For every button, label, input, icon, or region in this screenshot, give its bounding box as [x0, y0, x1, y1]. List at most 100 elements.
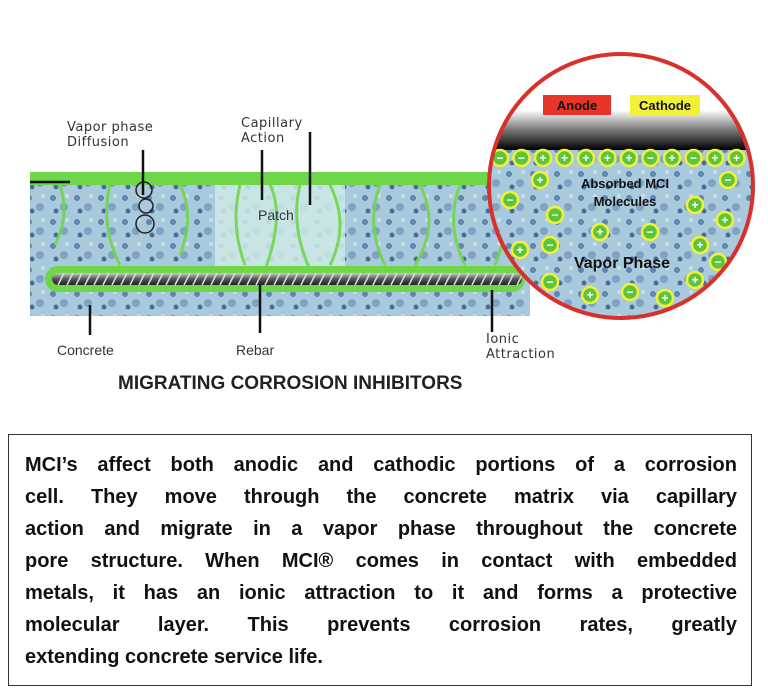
label-ionic: Ionic	[486, 332, 519, 347]
positive-charge-icon	[715, 210, 735, 230]
charge-sign: −	[626, 285, 633, 299]
leader-lines	[30, 132, 494, 335]
rebar-rib	[183, 272, 191, 286]
cathode-badge	[630, 95, 700, 115]
charge-sign: +	[582, 151, 589, 165]
description-line: MCI’s affect both anodic and cathodic po…	[25, 454, 737, 476]
positive-charge-icon	[690, 235, 710, 255]
vapor-phase-label: Vapor Phase	[574, 255, 670, 272]
description-line: molecular layer. This prevents corrosion…	[25, 614, 737, 636]
rebar-rib	[489, 272, 497, 286]
positive-charge-icon	[727, 148, 746, 168]
positive-charge-icon	[598, 148, 617, 168]
charge-sign: +	[516, 243, 523, 257]
negative-charge-icon	[640, 222, 660, 242]
charge-sign: −	[546, 238, 553, 252]
charge-sign: +	[661, 291, 668, 305]
label-action: Action	[241, 131, 285, 146]
diagram-title: MIGRATING CORROSION INHIBITORS	[118, 373, 462, 394]
rebar-rib	[273, 272, 281, 286]
description-box: MCI’s affect both anodic and cathodic po…	[8, 434, 752, 686]
rebar-rib	[480, 272, 488, 286]
label-capillary: Capillary	[241, 116, 303, 131]
rebar-rib	[471, 272, 479, 286]
rebar-rib	[156, 272, 164, 286]
rebar-rib	[255, 272, 263, 286]
description-line: cell. They move through the concrete mat…	[25, 486, 737, 508]
rebar-rib	[399, 272, 407, 286]
label-patch: Patch	[258, 207, 294, 223]
description-line: extending concrete service life.	[25, 646, 323, 668]
charge-sign: +	[561, 151, 568, 165]
charge-sign: +	[711, 151, 718, 165]
charge-sign: +	[625, 151, 632, 165]
rebar-rib	[57, 272, 65, 286]
rebar-rib	[354, 272, 362, 286]
rebar-rib	[129, 272, 137, 286]
charge-sign: −	[646, 225, 653, 239]
rebar-rib	[246, 272, 254, 286]
charge-sign: −	[506, 193, 513, 207]
charge-sign: −	[518, 151, 525, 165]
charge-sign: −	[724, 173, 731, 187]
charge-sign: +	[691, 198, 698, 212]
rebar-rib	[363, 272, 371, 286]
rebar-rib	[435, 272, 443, 286]
patch-area	[215, 185, 345, 280]
charge-sign: +	[586, 288, 593, 302]
rebar-rib	[120, 272, 128, 286]
charge-sign: +	[536, 173, 543, 187]
cathode-label: Cathode	[639, 98, 691, 113]
negative-charge-icon	[718, 170, 738, 190]
charge-sign: +	[668, 151, 675, 165]
negative-charge-icon	[708, 252, 728, 272]
positive-charge-icon	[705, 148, 725, 168]
rebar-rib	[282, 272, 290, 286]
positive-charge-icon	[655, 288, 675, 308]
charge-sign: +	[696, 238, 703, 252]
charge-sign: −	[551, 208, 558, 222]
negative-charge-icon	[512, 148, 531, 168]
rebar-rib	[309, 272, 317, 286]
rebar-rib	[102, 272, 110, 286]
rebar-rib	[192, 272, 200, 286]
positive-charge-icon	[662, 148, 682, 168]
positive-charge-icon	[533, 148, 553, 168]
rebar-rib	[318, 272, 326, 286]
rebar-rib	[111, 272, 119, 286]
rebar-rib	[138, 272, 146, 286]
description-line: action and migrate in a vapor phase thro…	[25, 518, 737, 540]
surface-coating	[30, 172, 530, 185]
negative-charge-icon	[500, 190, 520, 210]
rebar-rib	[165, 272, 173, 286]
label-diffusion: Diffusion	[67, 135, 129, 150]
rebar-rib	[507, 272, 515, 286]
rebar-rib	[66, 272, 74, 286]
anode-badge	[543, 95, 611, 115]
positive-charge-icon	[530, 170, 550, 190]
rebar-rib	[444, 272, 452, 286]
rebar-rib	[408, 272, 416, 286]
positive-charge-icon	[555, 148, 574, 168]
description-line: metals, it has an ionic attraction to it…	[25, 582, 737, 604]
rebar-rib	[228, 272, 236, 286]
charge-sign: −	[546, 275, 553, 289]
positive-charge-icon	[580, 285, 600, 305]
negative-charge-icon	[540, 235, 560, 255]
rebar-rib	[264, 272, 272, 286]
charge-sign: +	[539, 151, 546, 165]
description-line: pore structure. When MCI® comes in conta…	[25, 550, 737, 572]
rebar-rib	[210, 272, 218, 286]
magnifier-ring	[487, 52, 755, 320]
rebar-rib	[453, 272, 461, 286]
rebar-rib	[327, 272, 335, 286]
rebar-rib	[84, 272, 92, 286]
negative-charge-icon	[545, 205, 565, 225]
rebar-rib	[345, 272, 353, 286]
rebar-rib	[381, 272, 389, 286]
charge-sign: +	[596, 225, 603, 239]
rebar-rib	[300, 272, 308, 286]
rebar-rib	[462, 272, 470, 286]
label-vapor-phase: Vapor phase	[67, 120, 153, 135]
positive-charge-icon	[590, 222, 610, 242]
